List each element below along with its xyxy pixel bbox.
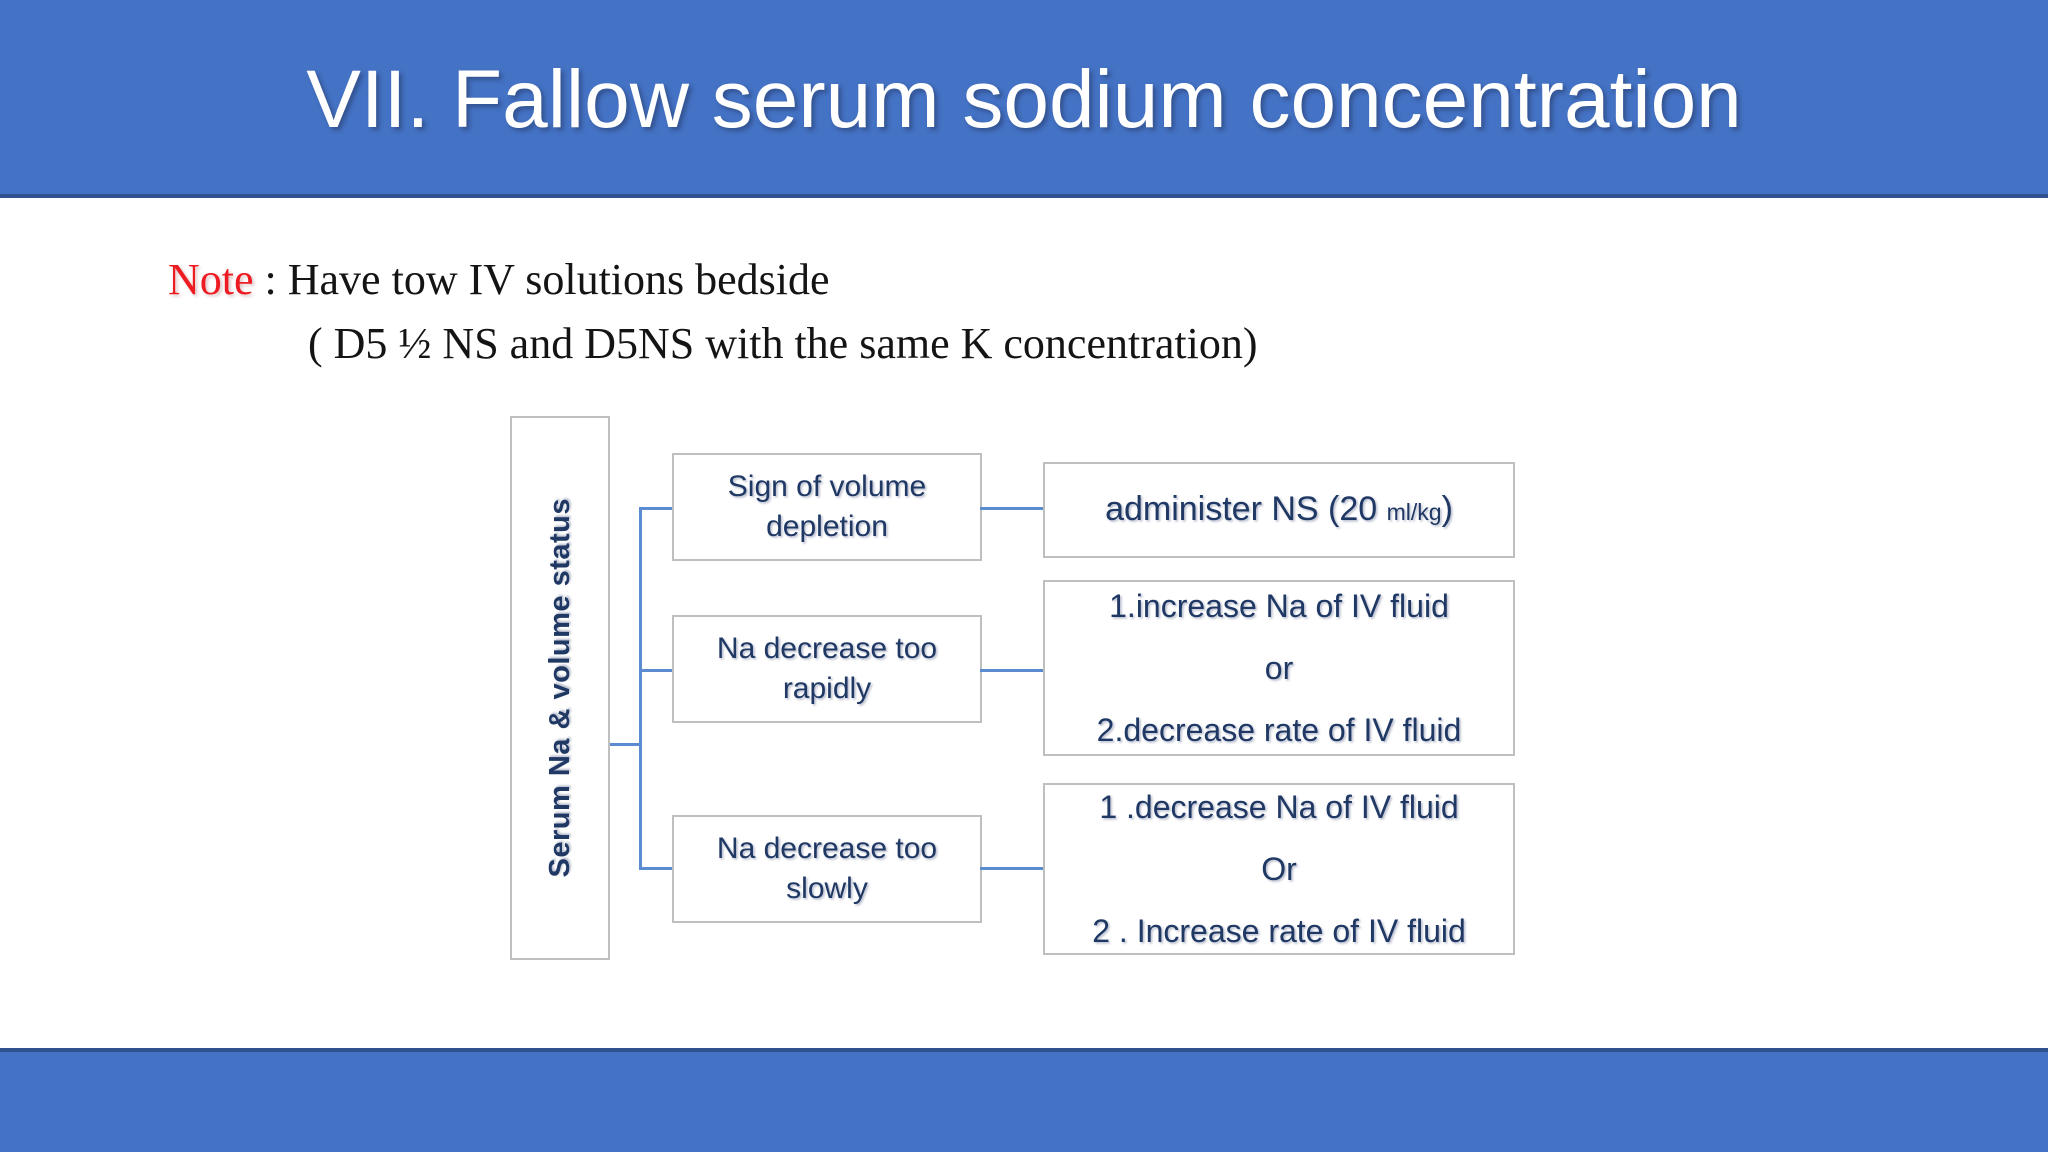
action-box-1: administer NS (20 ml/kg): [1043, 462, 1515, 558]
page-title: VII. Fallow serum sodium concentration: [306, 54, 1742, 145]
action-box-1-text: administer NS (20 ml/kg): [1105, 478, 1453, 543]
connector-root-stub: [610, 743, 642, 746]
condition-box-1: Sign of volume depletion: [672, 453, 982, 561]
action-box-3-line-1: 1 .decrease Na of IV fluid: [1099, 789, 1459, 825]
action-box-2-line-3: 2.decrease rate of IV fluid: [1096, 712, 1462, 748]
title-banner: VII. Fallow serum sodium concentration: [0, 0, 2048, 198]
connector-branch-2: [639, 669, 675, 672]
action-box-1-main: administer NS (20: [1105, 489, 1387, 528]
connector-link-3: [980, 867, 1045, 870]
action-box-3-line-2: Or: [1261, 851, 1297, 887]
condition-box-3: Na decrease too slowly: [672, 815, 982, 923]
action-box-1-tail: ): [1441, 489, 1453, 528]
action-box-2-line-2: or: [1264, 650, 1294, 686]
connector-branch-3: [639, 867, 675, 870]
connector-branch-1: [639, 507, 675, 510]
connector-link-2: [980, 669, 1045, 672]
action-box-3-line-3: 2 . Increase rate of IV fluid: [1092, 913, 1466, 949]
note-line-2: ( D5 ½ NS and D5NS with the same K conce…: [308, 319, 1258, 368]
action-box-1-unit: ml/kg: [1386, 498, 1442, 525]
action-box-2: 1.increase Na of IV fluid or 2.decrease …: [1043, 580, 1515, 756]
connector-link-1: [980, 507, 1045, 510]
condition-box-2: Na decrease too rapidly: [672, 615, 982, 723]
action-box-2-text: 1.increase Na of IV fluid or 2.decrease …: [1097, 575, 1462, 761]
connector-trunk: [639, 507, 642, 867]
action-box-3-text: 1 .decrease Na of IV fluid Or 2 . Increa…: [1092, 776, 1466, 962]
note-line-1-text: : Have tow IV solutions bedside: [253, 255, 830, 304]
note-line-1: Note : Have tow IV solutions bedside: [168, 248, 1668, 312]
bottom-banner: [0, 1048, 2048, 1152]
action-box-2-line-1: 1.increase Na of IV fluid: [1109, 588, 1449, 624]
action-box-3: 1 .decrease Na of IV fluid Or 2 . Increa…: [1043, 783, 1515, 955]
diagram-root-label: Serum Na & volume status: [543, 498, 576, 878]
note-block: Note : Have tow IV solutions bedside ( D…: [168, 248, 1668, 376]
diagram-root-box: Serum Na & volume status: [510, 416, 610, 960]
note-keyword: Note: [168, 255, 254, 304]
